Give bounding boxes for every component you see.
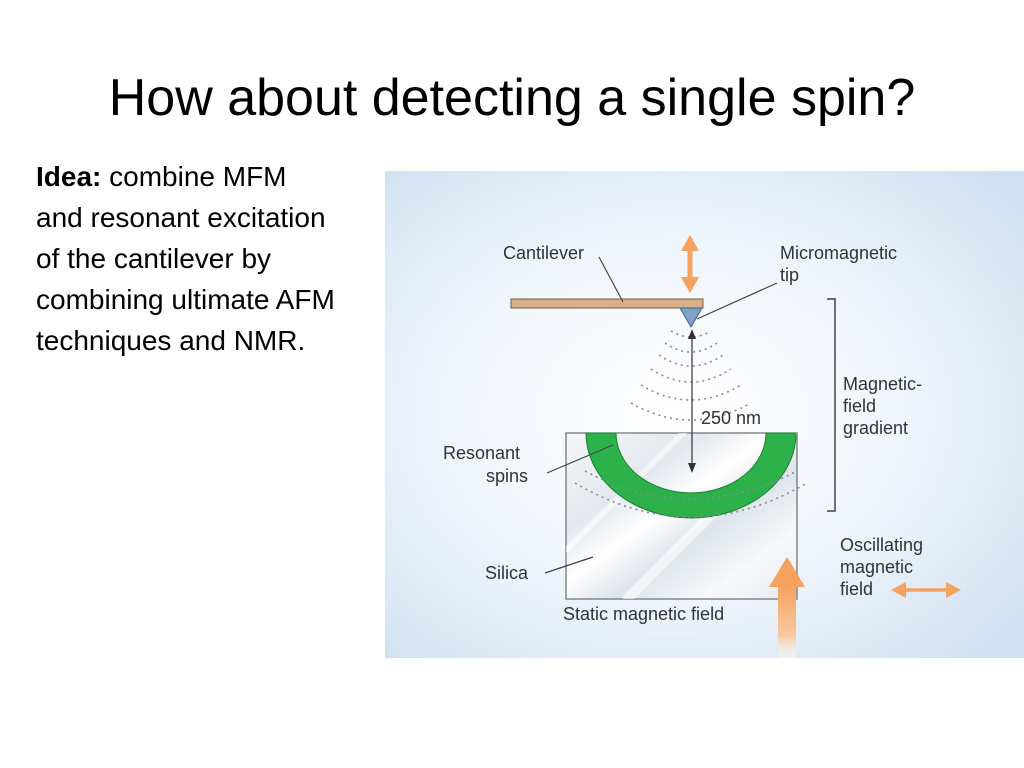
label-silica: Silica <box>485 563 529 583</box>
label-distance: 250 nm <box>701 408 761 428</box>
field-gradient-arcs <box>574 330 808 518</box>
cantilever-oscillation-arrow <box>681 235 699 293</box>
label-spins-1: Resonant <box>443 443 520 463</box>
label-cantilever: Cantilever <box>503 243 584 263</box>
label-static-field: Static magnetic field <box>563 604 724 624</box>
label-gradient-2: field <box>843 396 876 416</box>
idea-text: combine MFM and resonant excitation of t… <box>36 161 335 356</box>
cantilever <box>510 298 704 309</box>
static-field-arrow <box>769 557 805 658</box>
silica-leader <box>544 556 594 574</box>
label-osc-3: field <box>840 579 873 599</box>
idea-label: Idea: <box>36 161 102 192</box>
gradient-bracket <box>827 298 836 512</box>
slide-title: How about detecting a single spin? <box>108 69 916 127</box>
label-spins-2: spins <box>486 466 528 486</box>
distance-arrow <box>688 329 696 473</box>
label-tip-1: Micromagnetic <box>780 243 897 263</box>
micromagnetic-tip <box>679 307 703 328</box>
tip-leader <box>696 282 778 320</box>
label-gradient-3: gradient <box>843 418 908 438</box>
idea-paragraph: Idea: combine MFM and resonant excitatio… <box>36 156 336 361</box>
label-tip-2: tip <box>780 265 799 285</box>
oscillating-field-arrow <box>891 582 961 598</box>
mrfm-diagram: Cantilever Micromagnetic tip Magnetic- f… <box>385 171 1024 658</box>
spins-leader <box>546 444 614 474</box>
diagram-canvas: Cantilever Micromagnetic tip Magnetic- f… <box>385 171 1024 658</box>
resonant-spins-arc <box>585 432 797 519</box>
label-osc-2: magnetic <box>840 557 913 577</box>
label-gradient-1: Magnetic- <box>843 374 922 394</box>
cantilever-leader <box>598 256 624 303</box>
label-osc-1: Oscillating <box>840 535 923 555</box>
